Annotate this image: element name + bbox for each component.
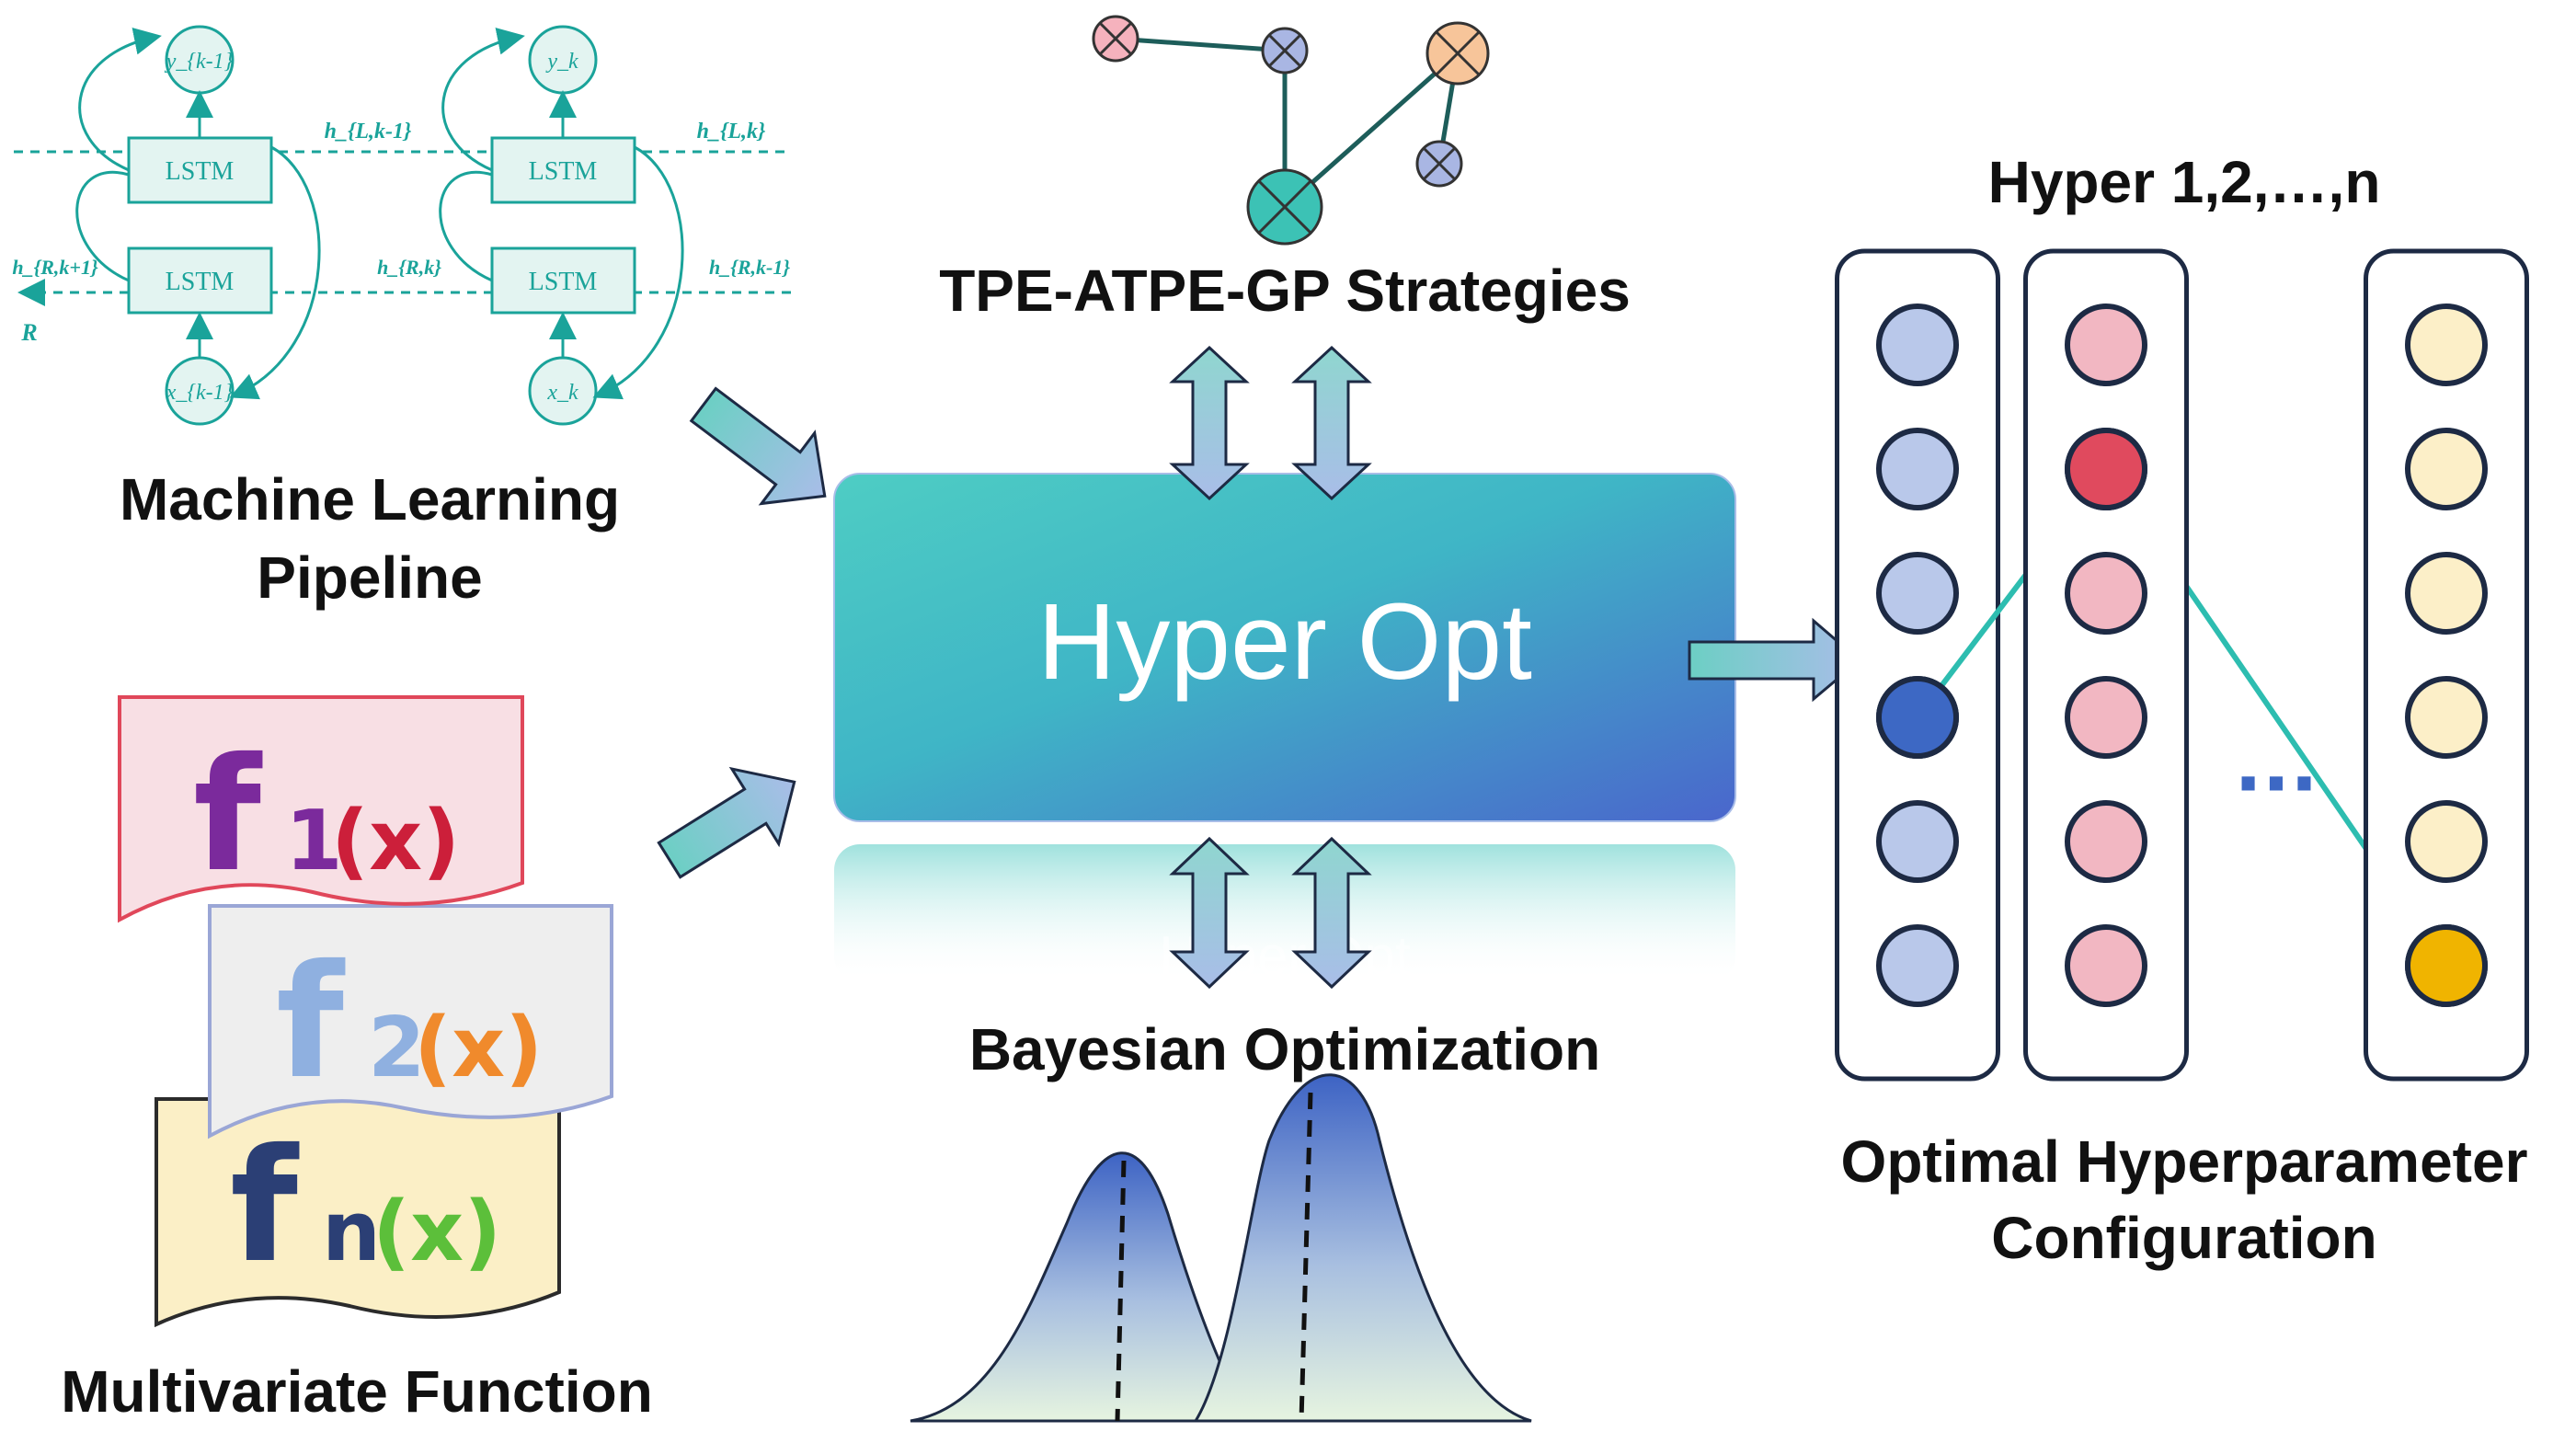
optimal-config-label: Configuration (1991, 1205, 2376, 1271)
double-arrow-bottom-right (1291, 836, 1372, 990)
double-arrow-top-left (1169, 345, 1250, 501)
hyper-column-1 (1835, 248, 2000, 1082)
double-arrow-top-right (1291, 345, 1372, 501)
double-arrow-bottom-left (1169, 836, 1250, 990)
hyperparameter-node (2065, 924, 2147, 1007)
connector (441, 28, 525, 172)
hyperparameter-node (2065, 800, 2147, 883)
output-label: y_k (545, 50, 578, 74)
hidden-label: h_{R,k} (377, 256, 441, 279)
function-f: f (193, 725, 263, 907)
lstm-cell-label: LSTM (166, 268, 235, 296)
function-f: f (230, 1116, 300, 1298)
hyperparameter-node (2065, 676, 2147, 759)
connector (439, 171, 493, 282)
graph-edge (1115, 36, 1286, 53)
hyperparameter-node (2405, 428, 2488, 510)
ml-pipeline-label: Machine Learning (120, 466, 620, 533)
hidden-label: h_{R,k+1} (12, 256, 98, 279)
mean-line (1115, 1160, 1127, 1422)
hyperparameter-node (2405, 676, 2488, 759)
connector (78, 28, 162, 172)
lstm-diagram: LSTM LSTM LSTM LSTM y_{k-1} y_k x_{k-1} … (12, 25, 791, 426)
posterior-curve-small (910, 1151, 1254, 1423)
posterior-curve-large (1193, 1073, 1532, 1423)
graph-node-blue-small (1261, 27, 1309, 74)
hyperparameter-node (2405, 303, 2488, 386)
ml-pipeline-label: Pipeline (257, 544, 482, 611)
connector (229, 145, 321, 400)
tpe-graph (1092, 15, 1490, 246)
hyperparameter-node (2065, 552, 2147, 635)
function-arg: (x) (414, 1000, 543, 1096)
lstm-cell-forward-1 (127, 136, 273, 204)
input-label: x_k (546, 381, 578, 405)
hyperparameter-node (1876, 924, 1959, 1007)
hyperparameter-node (2405, 552, 2488, 635)
hyper-column-2 (2023, 248, 2189, 1082)
function-sub: 1 (285, 793, 343, 889)
hyper-header: Hyper 1,2,…,n (1988, 149, 2381, 215)
graph-node-orange (1425, 21, 1490, 86)
direction-label: R (20, 319, 37, 346)
graph-node-pink (1092, 15, 1139, 63)
function-card-1: f 1 (x) (118, 695, 524, 923)
hyper-columns (1835, 248, 2529, 1082)
multivariate-label: Multivariate Function (61, 1358, 653, 1425)
function-arg: (x) (372, 1184, 501, 1280)
output-label: y_{k-1} (165, 50, 234, 74)
bayesian-curves (910, 1073, 1532, 1423)
tpe-label: TPE-ATPE-GP Strategies (939, 258, 1631, 324)
hyperparameter-node (2405, 800, 2488, 883)
hyperparameter-node (2065, 303, 2147, 386)
lstm-cell-label: LSTM (166, 157, 235, 186)
selected-hyperparameter-node (1876, 676, 1959, 759)
lstm-cell-label: LSTM (529, 268, 598, 296)
connector (592, 145, 684, 400)
function-arg: (x) (331, 793, 460, 889)
hidden-label: h_{L,k} (697, 120, 766, 143)
function-f: f (276, 932, 346, 1114)
hidden-label: h_{R,k-1} (709, 256, 790, 279)
graph-node-blue-right (1415, 140, 1463, 188)
hyper-column-3 (2364, 248, 2529, 1082)
function-sub: n (322, 1184, 381, 1280)
function-card-2: f 2 (x) (208, 904, 613, 1140)
graph-edge (1283, 52, 1460, 209)
hyperopt-reflection (834, 844, 1735, 982)
optimal-config-label: Optimal Hyperparameter (1841, 1128, 2528, 1195)
hyperopt-title: Hyper Opt (1037, 581, 1532, 703)
input-label: x_{k-1} (166, 381, 234, 405)
graph-node-teal (1246, 168, 1323, 246)
hyperparameter-node (1876, 428, 1959, 510)
bayesian-label: Bayesian Optimization (969, 1016, 1600, 1082)
hyperparameter-node (1876, 552, 1959, 635)
lstm-cell-label: LSTM (529, 157, 598, 186)
arrow-pipeline-to-hyperopt (689, 386, 827, 506)
selected-hyperparameter-node (2405, 924, 2488, 1007)
hyperparameter-node (1876, 800, 1959, 883)
selected-hyperparameter-node (2065, 428, 2147, 510)
connector (75, 171, 130, 282)
arrow-function-to-hyperopt (657, 766, 796, 879)
function-card-n: f n (x) (155, 1097, 561, 1328)
hyperparameter-node (1876, 303, 1959, 386)
function-sub: 2 (368, 1000, 426, 1096)
ellipsis: ··· (2234, 741, 2318, 827)
hidden-label: h_{L,k-1} (325, 120, 412, 143)
